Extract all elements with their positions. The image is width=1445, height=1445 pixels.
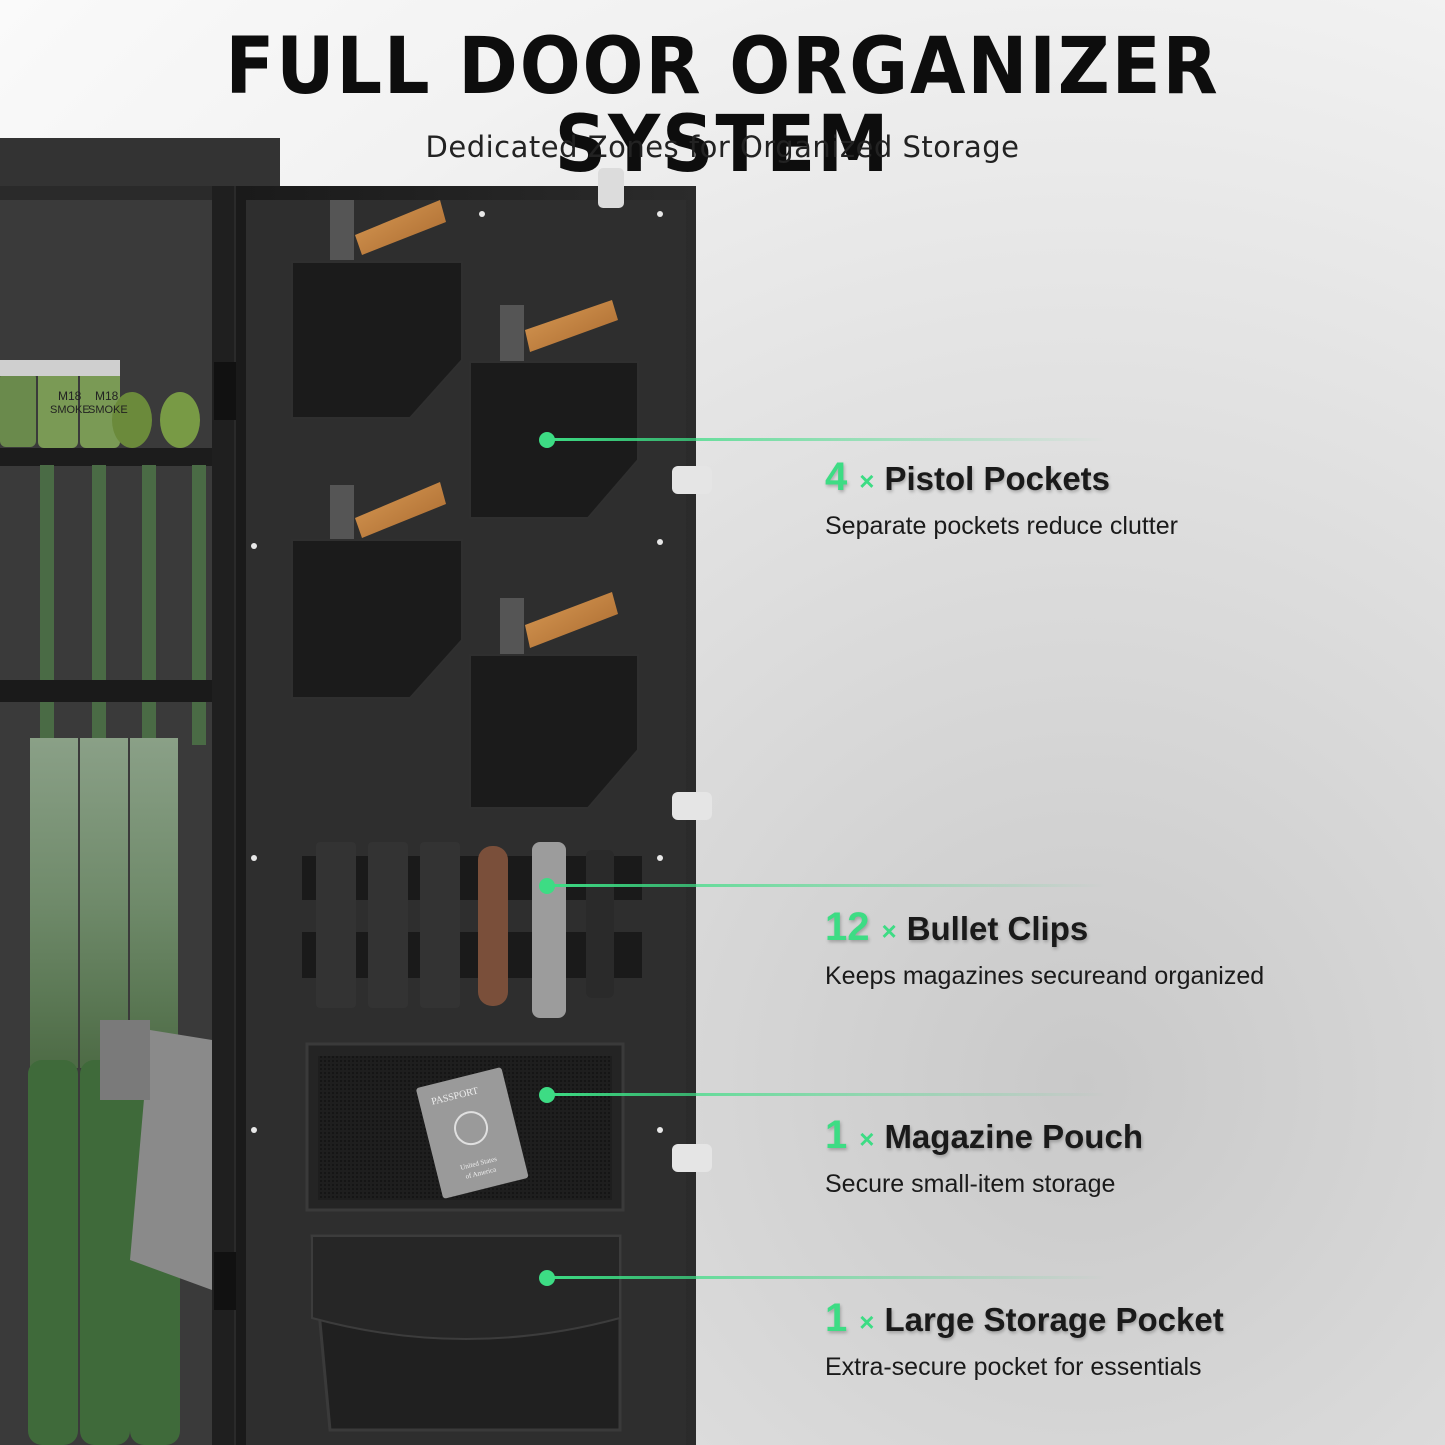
callout-line (546, 438, 1106, 441)
pistol-pocket (469, 592, 639, 809)
bolt (672, 792, 712, 820)
svg-text:M18: M18 (95, 389, 119, 403)
magazine-pouch: PASSPORT United States of America (305, 1042, 625, 1212)
multiply-icon: × (859, 1307, 875, 1337)
svg-text:SMOKE: SMOKE (88, 404, 128, 416)
svg-text:SMOKE: SMOKE (50, 404, 90, 416)
callout-line (546, 1276, 1106, 1279)
pistol-pocket (291, 482, 463, 699)
lock-icon (598, 168, 624, 208)
bolt (672, 466, 712, 494)
page-title: FULL DOOR ORGANIZER SYSTEM (225, 22, 1220, 190)
feature-label: Large Storage Pocket (884, 1301, 1224, 1338)
callout-dot (539, 1270, 555, 1286)
bolt (672, 1144, 712, 1172)
grenades: M18 SMOKE M18 SMOKE (0, 360, 200, 448)
feature-large-storage-pocket: 1 × Large Storage Pocket Extra-secure po… (825, 1296, 1224, 1382)
feature-bullet-clips: 12 × Bullet Clips Keeps magazines secure… (825, 905, 1264, 991)
safe-cabinet: M18 SMOKE M18 SMOKE (0, 138, 280, 1445)
bullet-clips (302, 842, 642, 1018)
feature-description: Keeps magazines secureand organized (825, 962, 1265, 990)
feature-count: 4 (825, 455, 848, 499)
feature-label: Magazine Pouch (884, 1118, 1143, 1155)
large-storage-pocket (310, 1234, 622, 1432)
multiply-icon: × (859, 1124, 875, 1154)
callout-dot (539, 1087, 555, 1103)
callout-dot (539, 878, 555, 894)
multiply-icon: × (859, 466, 875, 496)
rifles (0, 465, 212, 1445)
grenade-label: M18 (58, 389, 82, 403)
multiply-icon: × (881, 916, 897, 946)
feature-magazine-pouch: 1 × Magazine Pouch Secure small-item sto… (825, 1113, 1143, 1199)
feature-label: Bullet Clips (906, 910, 1089, 947)
feature-description: Secure small-item storage (825, 1170, 1116, 1198)
feature-count: 1 (825, 1113, 848, 1157)
callout-line (546, 884, 1106, 887)
passport (416, 1067, 529, 1199)
feature-count: 1 (825, 1296, 848, 1340)
feature-count: 12 (825, 905, 870, 949)
feature-description: Extra-secure pocket for essentials (825, 1353, 1202, 1381)
callout-dot (539, 432, 555, 448)
feature-pistol-pockets: 4 × Pistol Pockets Separate pockets redu… (825, 455, 1178, 541)
page-subtitle: Dedicated Zones for Organized Storage (425, 130, 1020, 164)
feature-label: Pistol Pockets (884, 460, 1111, 497)
feature-description: Separate pockets reduce clutter (825, 512, 1178, 540)
callout-line (546, 1093, 1106, 1096)
pistol-pocket (291, 200, 463, 419)
